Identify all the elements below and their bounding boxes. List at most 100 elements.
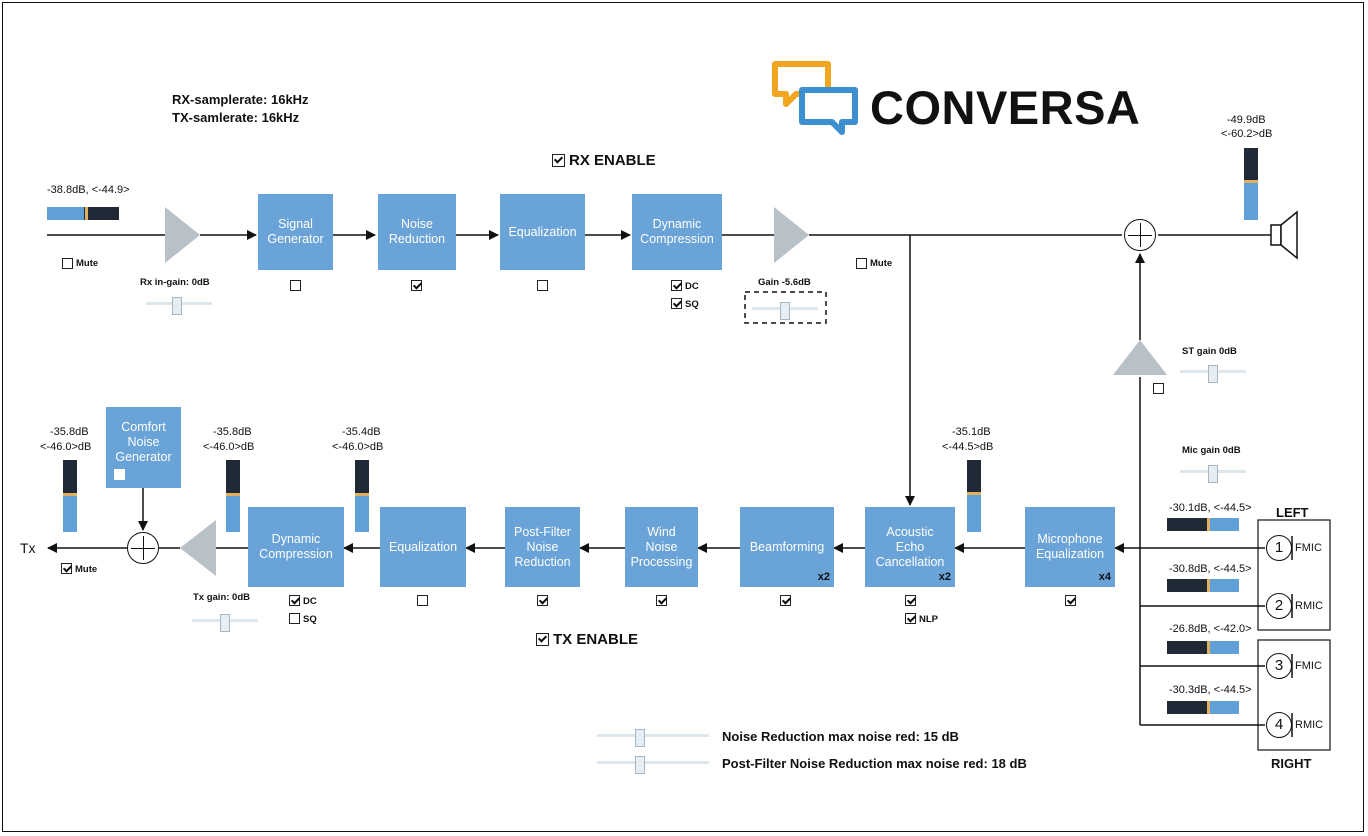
post-filter-max-slider[interactable] (597, 756, 709, 774)
tx-aec-meter-peak: <-44.5>dB (942, 441, 994, 453)
tx-wind-noise-checkbox[interactable] (656, 595, 667, 606)
mic-gain-slider[interactable] (1180, 465, 1246, 483)
tx-dc-meter-peak: <-46.0>dB (203, 441, 255, 453)
rx-noise-reduction-block[interactable]: Noise Reduction (378, 194, 456, 270)
tx-aec-level-meter (967, 460, 981, 532)
tx-aec-block[interactable]: Acoustic Echo Cancellation x2 (865, 507, 955, 587)
tx-comfort-noise-summer (127, 532, 159, 564)
noise-reduction-max-label: Noise Reduction max noise red: 15 dB (722, 729, 959, 744)
speaker-meter-label-level: -49.9dB (1227, 114, 1266, 126)
tx-mute-checkbox[interactable] (61, 563, 72, 574)
tx-post-filter-noise-reduction-block[interactable]: Post-Filter Noise Reduction (505, 507, 580, 587)
rx-gain-slider[interactable] (752, 302, 818, 320)
tx-sq-checkbox[interactable] (289, 613, 300, 624)
mic3-number-icon: 3 (1266, 653, 1292, 679)
rx-in-level-meter (47, 207, 119, 220)
post-filter-max-label: Post-Filter Noise Reduction max noise re… (722, 756, 1027, 771)
tx-dynamic-compression-block[interactable]: Dynamic Compression (248, 507, 344, 587)
tx-nlp-checkbox[interactable] (905, 613, 916, 624)
conversa-logo-icon (772, 61, 858, 135)
speaker-level-meter (1244, 148, 1258, 220)
tx-dc-checkbox[interactable] (289, 595, 300, 606)
mic4-meter-label: -30.3dB, <-44.5> (1169, 684, 1252, 696)
tx-enable-checkbox[interactable] (536, 633, 549, 646)
rx-in-mute-checkbox[interactable] (62, 258, 73, 269)
rx-noise-reduction-checkbox[interactable] (411, 280, 422, 291)
speaker-meter-label-peak: <-60.2>dB (1221, 128, 1273, 140)
rx-in-gain-slider[interactable] (146, 297, 212, 315)
sidetone-gain-slider[interactable] (1180, 365, 1246, 383)
tx-gain-slider[interactable] (192, 614, 258, 632)
tx-aec-meter-level: -35.1dB (952, 426, 991, 438)
rx-samplerate-label: RX-samplerate: 16kHz (172, 92, 309, 107)
rx-dynamic-compression-block[interactable]: Dynamic Compression (632, 194, 722, 270)
rx-in-meter-label: -38.8dB, <-44.9> (47, 184, 130, 196)
rx-sidetone-summer (1124, 219, 1156, 251)
tx-dc-level-meter (226, 460, 240, 532)
sidetone-gain-triangle (1113, 340, 1167, 375)
rx-in-gain-triangle (165, 207, 200, 263)
mic1-meter-label: -30.1dB, <-44.5> (1169, 502, 1252, 514)
aec-multiplier: x2 (938, 571, 951, 583)
tx-equalization-checkbox[interactable] (417, 595, 428, 606)
rx-dc-label: DC (685, 281, 699, 292)
sidetone-checkbox[interactable] (1153, 383, 1164, 394)
tx-out-label: Tx (20, 540, 36, 556)
tx-beamforming-checkbox[interactable] (780, 595, 791, 606)
tx-wind-noise-processing-block[interactable]: Wind Noise Processing (625, 507, 698, 587)
sidetone-gain-label: ST gain 0dB (1182, 346, 1237, 357)
tx-post-filter-checkbox[interactable] (537, 595, 548, 606)
tx-aec-label: Acoustic Echo Cancellation (875, 524, 945, 569)
tx-sq-label: SQ (303, 614, 317, 625)
tx-enable-label: TX ENABLE (553, 631, 639, 648)
tx-eq-meter-peak: <-46.0>dB (332, 441, 384, 453)
rx-equalization-block[interactable]: Equalization (500, 194, 585, 270)
tx-comfort-noise-checkbox[interactable] (114, 469, 125, 480)
rx-equalization-checkbox[interactable] (537, 280, 548, 291)
mic2-meter-label: -30.8dB, <-44.5> (1169, 563, 1252, 575)
mic4-number-icon: 4 (1266, 712, 1292, 738)
tx-comfort-noise-generator-block[interactable]: Comfort Noise Generator (106, 407, 181, 488)
rx-signal-generator-block[interactable]: Signal Generator (258, 194, 333, 270)
tx-mic-eq-checkbox[interactable] (1065, 595, 1076, 606)
rx-sq-checkbox[interactable] (671, 298, 682, 309)
rx-signal-generator-checkbox[interactable] (290, 280, 301, 291)
rx-in-mute-label: Mute (76, 258, 99, 269)
mic-gain-label: Mic gain 0dB (1182, 445, 1241, 456)
rx-enable-label: RX ENABLE (569, 152, 656, 169)
tx-equalization-block[interactable]: Equalization (380, 507, 466, 587)
mic-group-right (1257, 639, 1331, 751)
mic1-number-icon: 1 (1266, 535, 1292, 561)
tx-mute-label: Mute (75, 564, 98, 575)
mic1-level-meter (1167, 518, 1239, 531)
rx-dc-checkbox[interactable] (671, 280, 682, 291)
tx-microphone-equalization-label: Microphone Equalization (1035, 532, 1105, 561)
noise-reduction-max-slider[interactable] (597, 729, 709, 747)
conversa-logo-text: CONVERSA (870, 81, 1141, 134)
rx-sq-label: SQ (685, 299, 699, 310)
mic4-level-meter (1167, 701, 1239, 714)
tx-eq-meter-level: -35.4dB (342, 426, 381, 438)
tx-gain-label: Tx gain: 0dB (193, 592, 251, 603)
mic2-name: RMIC (1295, 600, 1324, 612)
mic1-name: FMIC (1295, 542, 1322, 554)
mic3-meter-label: -26.8dB, <-42.0> (1169, 623, 1252, 635)
tx-nlp-label: NLP (919, 614, 938, 625)
mic3-name: FMIC (1295, 660, 1322, 672)
tx-out-level-meter (63, 460, 77, 532)
rx-out-mute-checkbox[interactable] (856, 258, 867, 269)
rx-out-gain-triangle (774, 207, 809, 263)
rx-enable-checkbox[interactable] (552, 154, 565, 167)
mic-group-left (1257, 519, 1331, 631)
mic-right-label: RIGHT (1271, 756, 1312, 771)
tx-gain-triangle (180, 520, 216, 576)
gain-box-outline (744, 291, 827, 324)
tx-samplerate-label: TX-samlerate: 16kHz (172, 110, 300, 125)
tx-out-meter-level: -35.8dB (50, 426, 89, 438)
tx-aec-checkbox[interactable] (905, 595, 916, 606)
